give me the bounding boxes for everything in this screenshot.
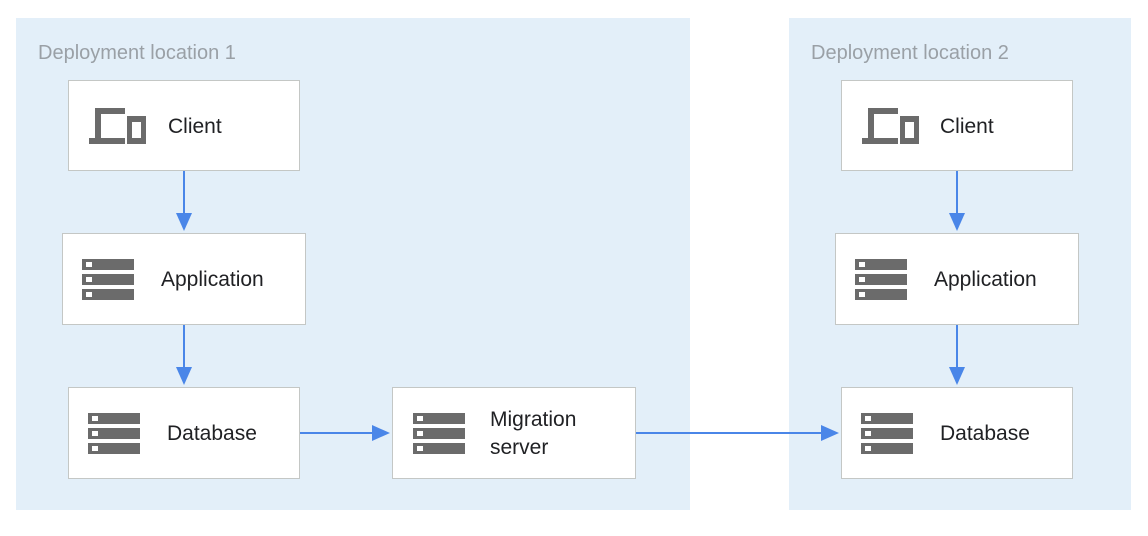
loc1-client-box: Client [68, 80, 300, 171]
loc2-application-box: Application [835, 233, 1079, 325]
migration-server-label-line2: server [490, 436, 549, 459]
loc2-database-label: Database [940, 422, 1030, 445]
loc1-client-label: Client [168, 115, 222, 138]
migration-server-box: Migration server [392, 387, 636, 479]
loc2-database-box: Database [841, 387, 1073, 479]
server-icon [861, 413, 913, 454]
loc2-application-label: Application [934, 268, 1037, 291]
loc2-client-label: Client [940, 115, 994, 138]
server-icon [855, 259, 907, 300]
server-icon [88, 413, 140, 454]
loc2-client-box: Client [841, 80, 1073, 171]
devices-icon [862, 108, 919, 144]
devices-icon [89, 108, 146, 144]
server-icon [413, 413, 465, 454]
loc1-application-label: Application [161, 268, 264, 291]
migration-server-label-line1: Migration [490, 408, 577, 431]
loc1-database-box: Database [68, 387, 300, 479]
loc1-database-label: Database [167, 422, 257, 445]
deployment-location-1-title: Deployment location 1 [38, 42, 236, 64]
loc1-application-box: Application [62, 233, 306, 325]
deployment-location-2-title: Deployment location 2 [811, 42, 1009, 64]
server-icon [82, 259, 134, 300]
